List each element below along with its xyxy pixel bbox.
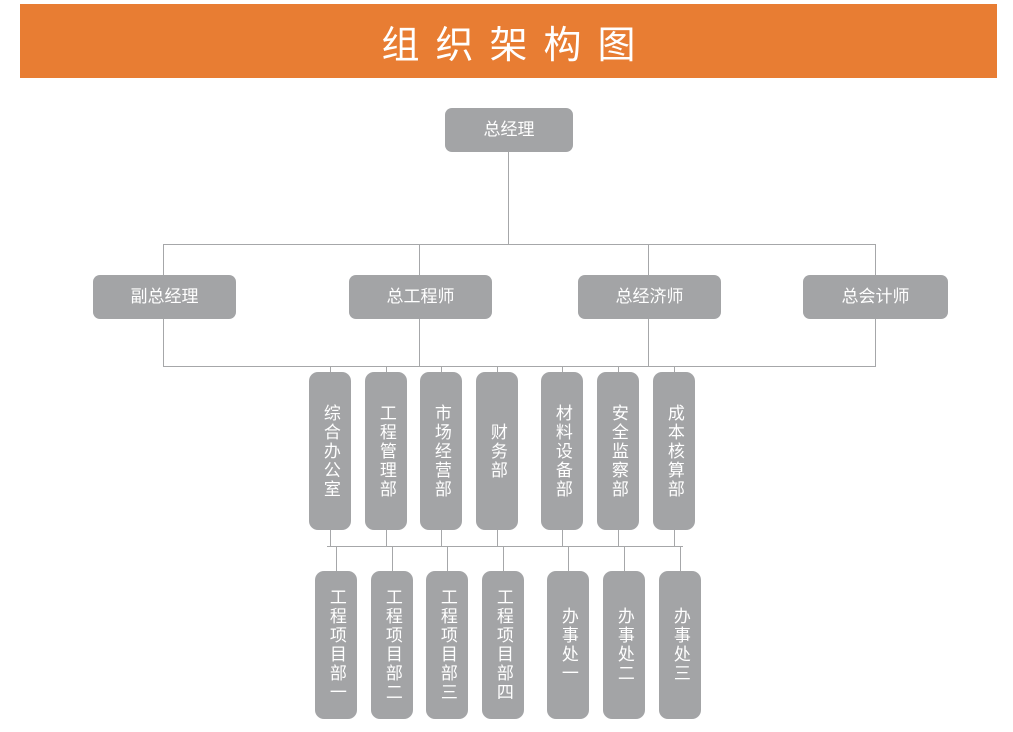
node-dept-materials-equipment[interactable]: 材料设备部 [541, 372, 583, 530]
connector-dept-cost-down [674, 530, 675, 546]
node-label: 工程项目部三 [437, 588, 457, 702]
node-branch-office-2[interactable]: 办事处二 [603, 571, 645, 719]
connector-dept-materials-down [562, 530, 563, 546]
connector-dept-finance-down [497, 530, 498, 546]
node-label: 副总经理 [130, 287, 199, 307]
connector-dept-eng-mgmt-down [386, 530, 387, 546]
node-label: 办事处二 [614, 607, 634, 683]
node-project-department-4[interactable]: 工程项目部四 [482, 571, 524, 719]
connector-to-office-1 [568, 546, 569, 571]
node-dept-general-office[interactable]: 综合办公室 [309, 372, 351, 530]
node-label: 总工程师 [386, 287, 455, 307]
connector-to-dept-finance [497, 366, 498, 373]
node-chief-engineer[interactable]: 总工程师 [349, 275, 492, 319]
connector-to-dept-market [441, 366, 442, 373]
connector-dept-market-down [441, 530, 442, 546]
connector-dept-admin-down [330, 530, 331, 546]
node-chief-economist[interactable]: 总经济师 [578, 275, 721, 319]
node-dept-market-operations[interactable]: 市场经营部 [420, 372, 462, 530]
connector-to-dept-materials [562, 366, 563, 373]
connector-to-dept-cost [674, 366, 675, 373]
connector-to-proj-1 [336, 546, 337, 571]
node-label: 办事处一 [558, 607, 578, 683]
connector-to-dept-safety [618, 366, 619, 373]
node-dept-engineering-management[interactable]: 工程管理部 [365, 372, 407, 530]
node-project-department-3[interactable]: 工程项目部三 [426, 571, 468, 719]
node-label: 总会计师 [841, 287, 910, 307]
connector-chief-economist-down [648, 319, 649, 366]
node-label: 综合办公室 [320, 403, 340, 499]
node-label: 办事处三 [670, 607, 690, 683]
connector-to-proj-4 [503, 546, 504, 571]
node-general-manager[interactable]: 总经理 [445, 108, 573, 152]
node-project-department-2[interactable]: 工程项目部二 [371, 571, 413, 719]
node-label: 工程管理部 [376, 403, 396, 499]
connector-to-chief-accountant [875, 244, 876, 275]
node-label: 成本核算部 [664, 403, 684, 499]
connector-to-proj-2 [392, 546, 393, 571]
connector-to-chief-engineer [419, 244, 420, 275]
page-title: 组织架构图 [381, 24, 652, 67]
connector-deputy-gm-down [163, 319, 164, 366]
node-branch-office-1[interactable]: 办事处一 [547, 571, 589, 719]
node-deputy-general-manager[interactable]: 副总经理 [93, 275, 236, 319]
node-dept-finance[interactable]: 财务部 [476, 372, 518, 530]
connector-level4-bus [327, 546, 683, 547]
connector-to-chief-economist [648, 244, 649, 275]
connector-to-deputy-gm [163, 244, 164, 275]
node-label: 财务部 [487, 422, 507, 480]
node-chief-accountant[interactable]: 总会计师 [803, 275, 948, 319]
node-label: 材料设备部 [552, 403, 572, 499]
connector-level3-bus [163, 366, 876, 367]
connector-to-proj-3 [447, 546, 448, 571]
connector-to-office-2 [624, 546, 625, 571]
connector-level2-bus [163, 244, 876, 245]
connector-to-dept-eng-mgmt [386, 366, 387, 373]
node-label: 总经理 [483, 120, 535, 140]
title-banner: 组织架构图 [20, 4, 997, 78]
connector-to-dept-admin [330, 366, 331, 373]
node-label: 工程项目部四 [493, 588, 513, 702]
node-dept-cost-accounting[interactable]: 成本核算部 [653, 372, 695, 530]
connector-gm-down [508, 152, 509, 244]
node-dept-safety-supervision[interactable]: 安全监察部 [597, 372, 639, 530]
connector-dept-safety-down [618, 530, 619, 546]
node-label: 工程项目部二 [382, 588, 402, 702]
node-label: 工程项目部一 [326, 588, 346, 702]
node-label: 市场经营部 [431, 403, 451, 499]
connector-to-office-3 [680, 546, 681, 571]
node-project-department-1[interactable]: 工程项目部一 [315, 571, 357, 719]
node-label: 安全监察部 [608, 403, 628, 499]
node-label: 总经济师 [615, 287, 684, 307]
connector-chief-accountant-down [875, 319, 876, 366]
connector-chief-engineer-down [419, 319, 420, 366]
node-branch-office-3[interactable]: 办事处三 [659, 571, 701, 719]
